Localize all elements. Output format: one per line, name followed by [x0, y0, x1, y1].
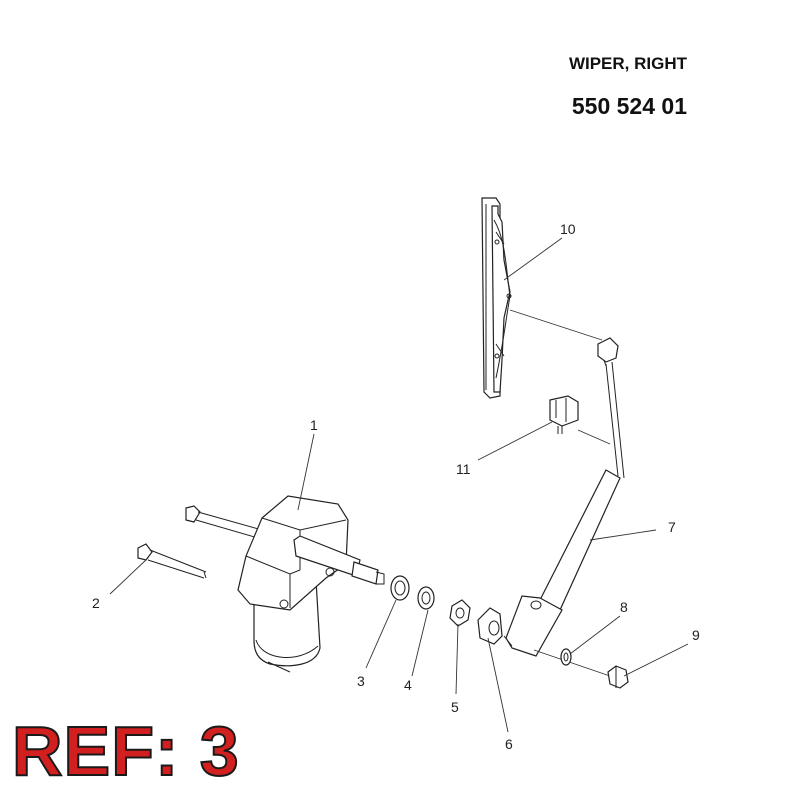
- callout-5: 5: [451, 699, 459, 715]
- callout-2: 2: [92, 595, 100, 611]
- wiper-arm: [503, 337, 625, 657]
- reference-label: REF: 3: [11, 712, 240, 790]
- part-number: 550 524 01: [571, 93, 687, 119]
- washer: [417, 586, 435, 610]
- mounting-bolt: [137, 505, 263, 579]
- callout-1: 1: [310, 417, 318, 433]
- callout-9: 9: [692, 627, 700, 643]
- callout-10: 10: [560, 221, 576, 237]
- diagram-title: WIPER, RIGHT: [568, 54, 687, 73]
- callout-6: 6: [505, 736, 513, 752]
- callout-7: 7: [668, 519, 676, 535]
- wiper-motor: [237, 495, 385, 673]
- callout-11: 11: [456, 461, 471, 477]
- wiper-blade: [481, 197, 512, 399]
- blade-clip: [549, 395, 611, 445]
- washer-small: [560, 648, 572, 666]
- callout-3: 3: [357, 673, 365, 689]
- nut: [449, 599, 471, 627]
- callout-8: 8: [620, 599, 628, 615]
- washer-ring: [390, 575, 410, 601]
- rubber-cap: [477, 607, 503, 645]
- cap-nut: [607, 665, 629, 689]
- leader-lines: [109, 237, 689, 733]
- callout-4: 4: [404, 677, 412, 693]
